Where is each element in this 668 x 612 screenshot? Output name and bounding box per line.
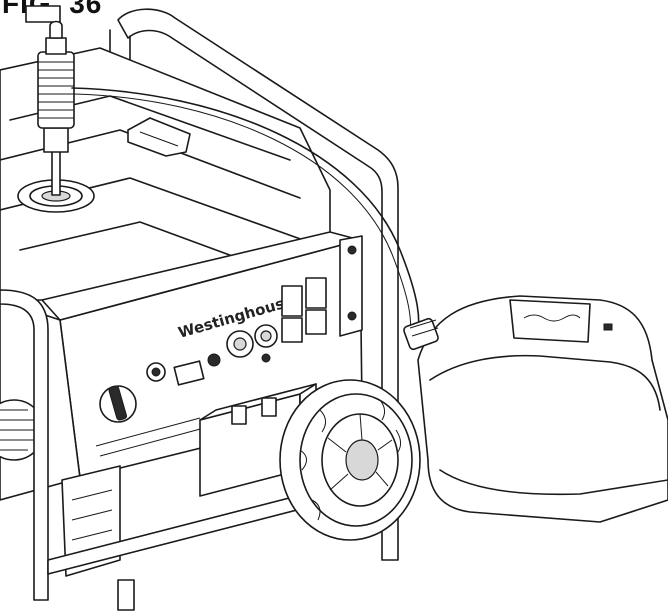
outlet-group — [226, 277, 327, 358]
display-screen — [173, 360, 205, 386]
fuel-can — [403, 295, 668, 523]
fuel-hose — [71, 87, 420, 337]
side-panel — [339, 235, 363, 337]
frame-tube-top — [25, 5, 399, 561]
fuel-probe — [37, 20, 75, 196]
fuel-hose-inner — [73, 93, 412, 337]
wheel — [279, 379, 421, 541]
